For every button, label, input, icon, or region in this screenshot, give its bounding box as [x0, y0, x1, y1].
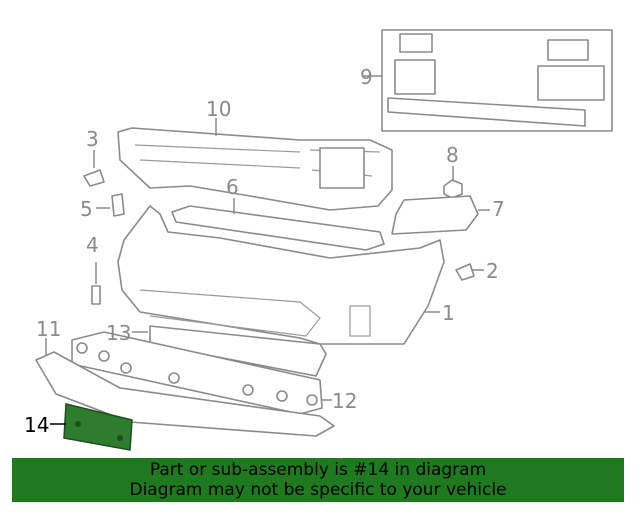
- clip-g: [306, 394, 318, 406]
- license-bracket: [63, 403, 133, 451]
- bumper-cover: [117, 205, 445, 345]
- clip-f: [276, 390, 288, 402]
- part-10-absorber: [117, 118, 393, 211]
- callout-5: 5: [80, 197, 93, 221]
- callout-12: 12: [332, 389, 357, 413]
- pin-2: [455, 263, 475, 281]
- part-14-plate-bracket: [50, 403, 133, 451]
- side-bracket: [391, 195, 479, 235]
- bracket-hole-b: [117, 435, 123, 441]
- bracket-5: [111, 193, 125, 217]
- part-2-pin: [455, 263, 484, 281]
- callout-14: 14: [24, 413, 49, 437]
- callout-2: 2: [486, 259, 499, 283]
- bracket-hole-a: [75, 421, 81, 427]
- part-5-bracket: [96, 193, 125, 217]
- callout-13: 13: [106, 321, 131, 345]
- part-7-bracket: [391, 195, 490, 235]
- reinforcement-bar: [387, 97, 586, 127]
- callout-10: 10: [206, 97, 231, 121]
- banner-line-1: Part or sub-assembly is #14 in diagram: [149, 460, 487, 480]
- lower-strip: [149, 325, 327, 377]
- part-1-bumper: [117, 205, 445, 345]
- part-13-strip: [132, 325, 327, 377]
- banner-line-2: Diagram may not be specific to your vehi…: [129, 480, 507, 500]
- bracket-left: [394, 59, 436, 95]
- bracket-right: [537, 65, 605, 101]
- absorber-end-block: [319, 147, 365, 189]
- upper-panel: [171, 205, 385, 251]
- clip-b: [98, 350, 110, 362]
- bracket-right-top: [547, 39, 589, 61]
- bracket-left-top: [399, 33, 433, 53]
- bolt-4: [91, 285, 101, 305]
- part-3-clip: [83, 150, 105, 187]
- info-banner: Part or sub-assembly is #14 in diagram D…: [12, 458, 624, 502]
- clip-e: [242, 384, 254, 396]
- clip-3: [83, 169, 105, 187]
- part-12-lower-panel: [71, 331, 332, 415]
- part-6-panel: [171, 198, 385, 251]
- callout-6: 6: [226, 175, 239, 199]
- callout-1: 1: [442, 301, 455, 325]
- fog-lamp-opening: [349, 305, 371, 337]
- part-9-inset: [362, 29, 613, 132]
- callout-9: 9: [360, 65, 373, 89]
- callout-3: 3: [86, 127, 99, 151]
- valance: [35, 351, 335, 437]
- absorber-ribs: [134, 144, 381, 177]
- nut-8: [443, 179, 463, 199]
- callout-7: 7: [492, 197, 505, 221]
- part-8-nut: [443, 166, 463, 199]
- part-11-valance: [35, 338, 335, 437]
- callout-11: 11: [36, 317, 61, 341]
- clip-a: [76, 342, 88, 354]
- part-4-bolt: [91, 262, 101, 305]
- bumper-lower-opening: [139, 289, 321, 337]
- callout-4: 4: [86, 233, 99, 257]
- callout-8: 8: [446, 143, 459, 167]
- clip-d: [168, 372, 180, 384]
- clip-c: [120, 362, 132, 374]
